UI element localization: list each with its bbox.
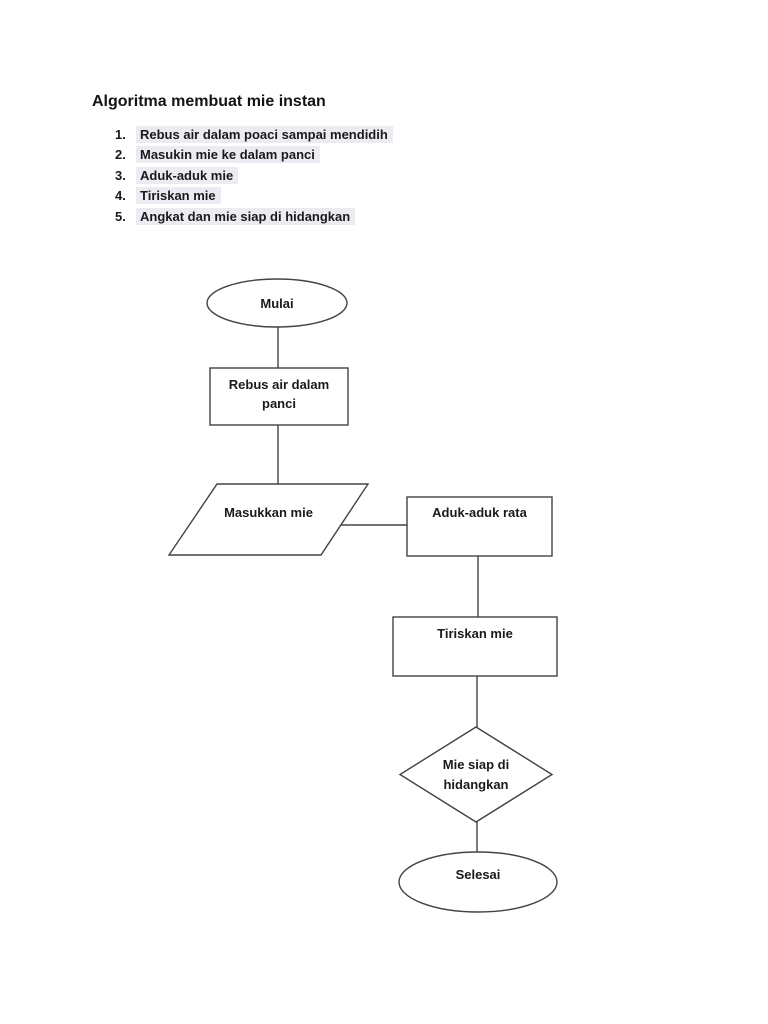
start-terminator-shape <box>206 278 348 328</box>
flowchart-node-input: Masukkan mie <box>169 484 368 555</box>
step-text: Aduk-aduk mie <box>136 166 239 184</box>
list-item: 3. Aduk-aduk mie <box>115 166 393 187</box>
step-number: 5. <box>115 208 126 224</box>
list-item: 2. Masukin mie ke dalam panci <box>115 146 393 166</box>
step-text: Tiriskan mie <box>136 187 221 205</box>
step-text: Masukin mie ke dalam panci <box>136 146 320 164</box>
flowchart-node-start: Mulai <box>207 279 347 327</box>
flowchart-node-decision: Mie siap di hidangkan <box>400 727 552 822</box>
step-text: Angkat dan mie siap di hidangkan <box>136 207 356 225</box>
node-decision-label: Mie siap di hidangkan <box>442 757 510 792</box>
document-title: Algoritma membuat mie instan <box>92 93 326 110</box>
flowchart-node-end: Selesai <box>399 852 557 913</box>
boil-process-shape <box>209 367 349 426</box>
list-item: 1. Rebus air dalam poaci sampai mendidih <box>115 126 393 146</box>
flowchart-node-drain: Tiriskan mie <box>393 617 557 676</box>
list-item: 5. Angkat dan mie siap di hidangkan <box>115 207 393 228</box>
stir-process-shape <box>406 496 553 557</box>
decision-diamond-shape <box>398 726 554 823</box>
end-terminator-shape <box>398 851 558 913</box>
node-boil-label: Rebus air dalam panci <box>228 377 330 411</box>
node-stir-label: Aduk-aduk rata <box>432 505 527 520</box>
node-drain-label: Tiriskan mie <box>437 626 513 641</box>
list-item: 4. Tiriskan mie <box>115 187 393 207</box>
flowchart-node-boil: Rebus air dalam panci <box>210 368 348 425</box>
drain-process-shape <box>392 616 558 677</box>
input-parallelogram-shape <box>167 483 370 556</box>
steps-list: 1. Rebus air dalam poaci sampai mendidih… <box>115 126 393 228</box>
step-number: 4. <box>115 188 126 204</box>
flowchart-node-stir: Aduk-aduk rata <box>407 497 552 556</box>
step-text: Rebus air dalam poaci sampai mendidih <box>136 126 393 143</box>
node-end-label: Selesai <box>455 867 501 882</box>
step-number: 1. <box>115 127 126 142</box>
node-start-label: Mulai <box>260 295 294 311</box>
node-input-label: Masukkan mie <box>224 505 313 520</box>
step-number: 3. <box>115 167 126 183</box>
step-number: 2. <box>115 147 126 163</box>
